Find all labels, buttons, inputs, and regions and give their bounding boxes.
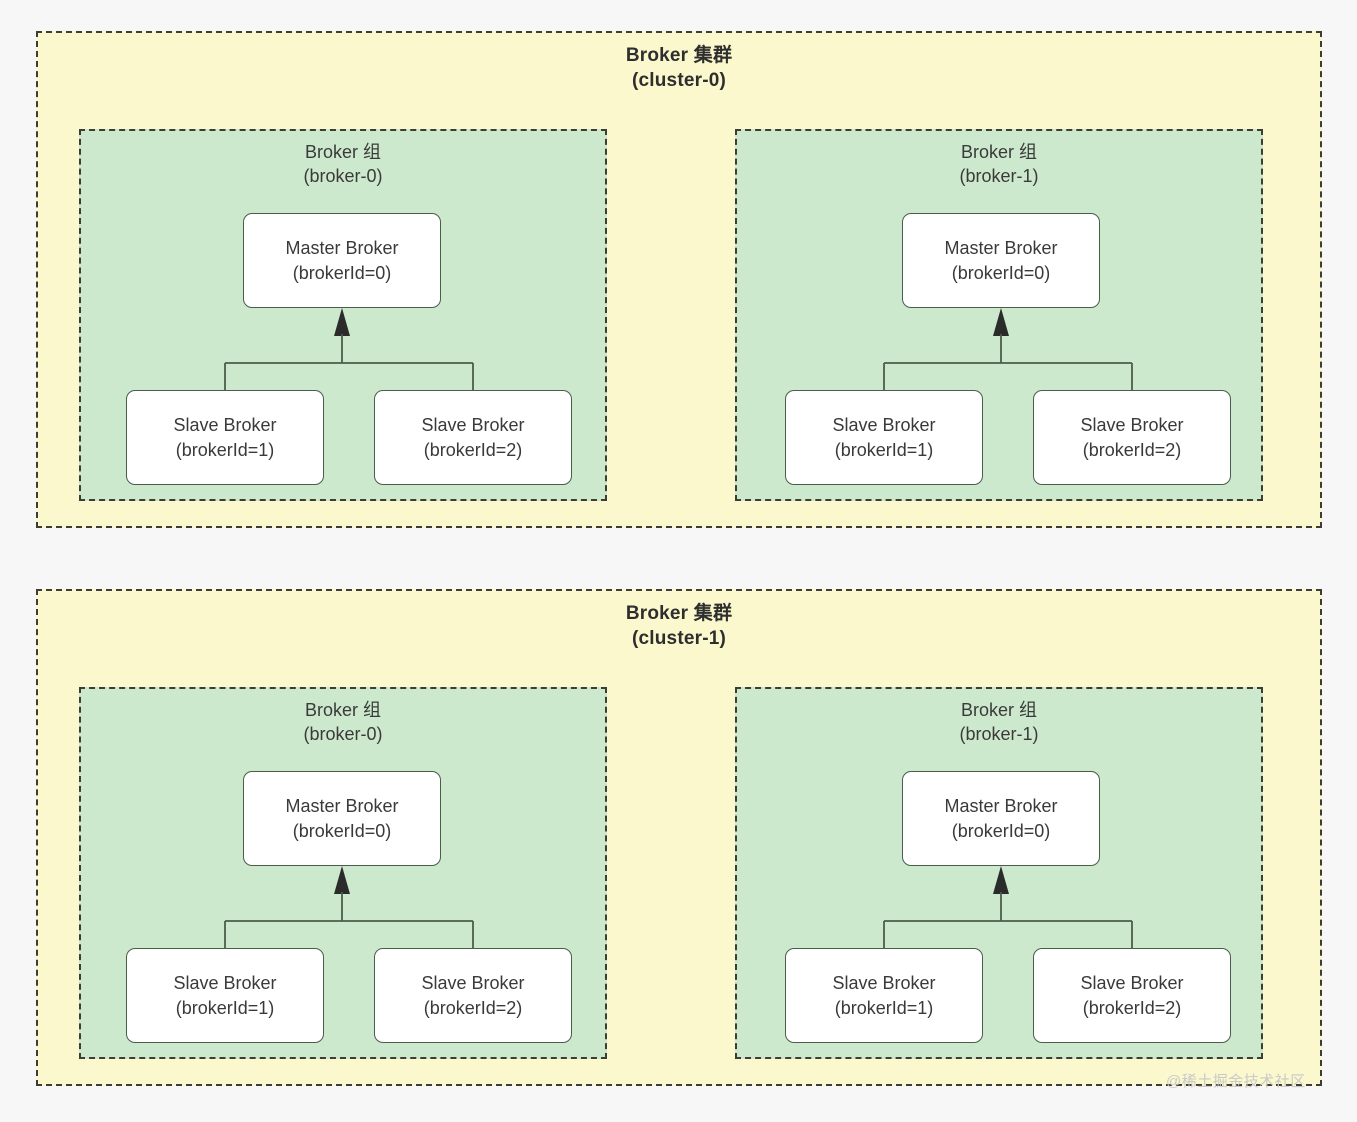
arrow-head-icon [993, 308, 1009, 336]
broker-group-0-0: Broker 组 (broker-0) Master Broker (broke… [79, 129, 607, 501]
broker-group-0-1: Broker 组 (broker-1) Master Broker (broke… [735, 129, 1263, 501]
group-connector-1-1 [883, 866, 1133, 949]
cluster-box-1: Broker 集群 (cluster-1) Broker 组 (broker-0… [36, 589, 1322, 1086]
group-connector-0-0 [224, 308, 474, 391]
broker-group-title-0-1: Broker 组 (broker-1) [959, 142, 1039, 186]
master-broker-node-0-0[interactable]: Master Broker (brokerId=0) [243, 213, 441, 308]
broker-group-1-0: Broker 组 (broker-0) Master Broker (broke… [79, 687, 607, 1059]
slave-broker-node-1-1-1[interactable]: Slave Broker (brokerId=1) [785, 948, 983, 1043]
slave-broker-node-1-1-2[interactable]: Slave Broker (brokerId=2) [1033, 948, 1231, 1043]
broker-group-title-0-0: Broker 组 (broker-0) [303, 142, 383, 186]
slave-broker-node-0-1-1[interactable]: Slave Broker (brokerId=1) [785, 390, 983, 485]
broker-group-1-1: Broker 组 (broker-1) Master Broker (broke… [735, 687, 1263, 1059]
arrow-head-icon [334, 308, 350, 336]
slave-broker-node-1-0-2[interactable]: Slave Broker (brokerId=2) [374, 948, 572, 1043]
master-broker-node-1-1[interactable]: Master Broker (brokerId=0) [902, 771, 1100, 866]
broker-group-title-1-0: Broker 组 (broker-0) [303, 700, 383, 744]
cluster-title-1: Broker 集群 (cluster-1) [625, 603, 733, 649]
master-broker-node-0-1[interactable]: Master Broker (brokerId=0) [902, 213, 1100, 308]
slave-broker-node-1-0-1[interactable]: Slave Broker (brokerId=1) [126, 948, 324, 1043]
slave-broker-node-0-0-2[interactable]: Slave Broker (brokerId=2) [374, 390, 572, 485]
group-connector-0-1 [883, 308, 1133, 391]
slave-broker-node-0-1-2[interactable]: Slave Broker (brokerId=2) [1033, 390, 1231, 485]
master-broker-node-1-0[interactable]: Master Broker (brokerId=0) [243, 771, 441, 866]
slave-broker-node-0-0-1[interactable]: Slave Broker (brokerId=1) [126, 390, 324, 485]
watermark: @稀土掘金技术社区 [1166, 1073, 1306, 1090]
cluster-title-0: Broker 集群 (cluster-0) [625, 45, 733, 91]
cluster-box-0: Broker 集群 (cluster-0) Broker 组 (broker-0… [36, 31, 1322, 528]
broker-group-title-1-1: Broker 组 (broker-1) [959, 700, 1039, 744]
arrow-head-icon [993, 866, 1009, 894]
arrow-head-icon [334, 866, 350, 894]
group-connector-1-0 [224, 866, 474, 949]
